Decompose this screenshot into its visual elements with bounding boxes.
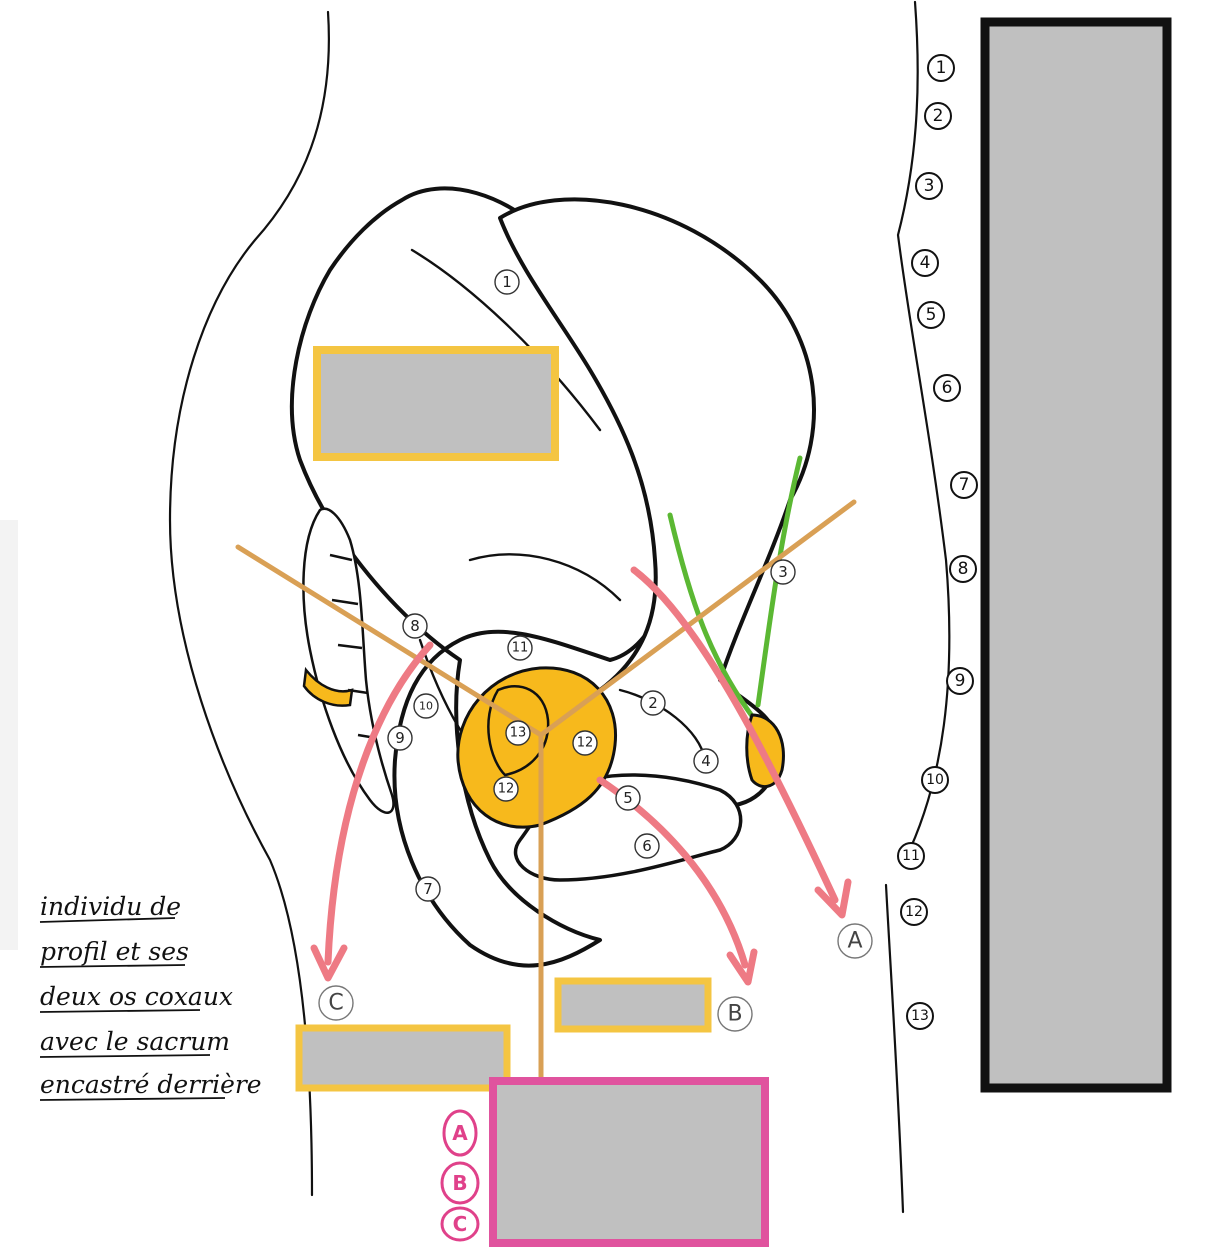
side-number-12: 12 [905,904,923,920]
side-number-9: 9 [955,671,966,691]
arrow-letter-circles [318,923,873,1032]
bone-number-circles [387,269,796,902]
side-number-10: 10 [926,772,944,788]
side-number-8: 8 [958,559,969,579]
bone-number-5: 5 [623,789,633,807]
side-number-2: 2 [933,106,944,126]
side-number-7: 7 [959,475,970,495]
label-middle[interactable] [554,977,712,1033]
legend-letter-a: A [452,1121,468,1145]
side-number-13: 13 [911,1008,929,1024]
bone-number-2: 2 [648,694,658,712]
background-band [0,520,18,950]
legend-letter-b: B [452,1171,467,1195]
arrow-letter-a: A [847,929,862,954]
bone-number-6: 6 [642,837,652,855]
side-number-3: 3 [924,176,935,196]
red-arrows [310,566,852,986]
side-number-5: 5 [926,305,937,325]
right-ilium [498,197,816,807]
bone-number-9: 9 [395,729,405,747]
bone-number-12-lower: 12 [498,782,515,797]
bone-number-10: 10 [419,700,433,713]
label-upper[interactable] [313,346,559,461]
caption-line-1: individu de [40,892,181,921]
bone-number-7: 7 [423,880,433,898]
side-number-6: 6 [942,378,953,398]
bone-number-1: 1 [502,273,512,291]
arrow-letter-c: C [328,991,343,1016]
bone-number-8: 8 [410,617,420,635]
side-number-1: 1 [936,58,947,78]
bone-number-3: 3 [778,563,788,581]
caption: individu de profil et ses deux os coxaux… [40,892,262,1099]
caption-line-2: profil et ses [40,937,189,966]
bone-numbers: 1 2 3 4 5 6 7 8 9 10 11 12 12 13 [395,273,788,898]
side-panel[interactable] [980,17,1172,1093]
caption-line-3: deux os coxaux [40,982,233,1011]
bone-number-13: 13 [510,726,527,741]
side-numbers: 1 2 3 4 5 6 7 8 9 10 11 12 13 [902,58,969,1024]
bone-number-12-upper: 12 [577,736,594,751]
bone-number-4: 4 [701,752,711,770]
bone-number-11: 11 [512,641,529,656]
caption-underlines [39,917,226,1101]
side-number-4: 4 [920,253,931,273]
legend-letter-circles [440,1109,480,1242]
body-silhouette [168,0,951,1214]
caption-line-5: encastré derrière [40,1070,262,1099]
caption-line-4: avec le sacrum [40,1027,230,1056]
label-lower-left[interactable] [295,1024,511,1092]
arrow-letter-b: B [727,1002,742,1027]
legend-box[interactable] [489,1077,769,1247]
side-number-circles [897,54,978,1030]
legend-letter-c: C [453,1212,468,1236]
side-number-11: 11 [902,848,920,864]
orange-axes [235,499,857,1081]
